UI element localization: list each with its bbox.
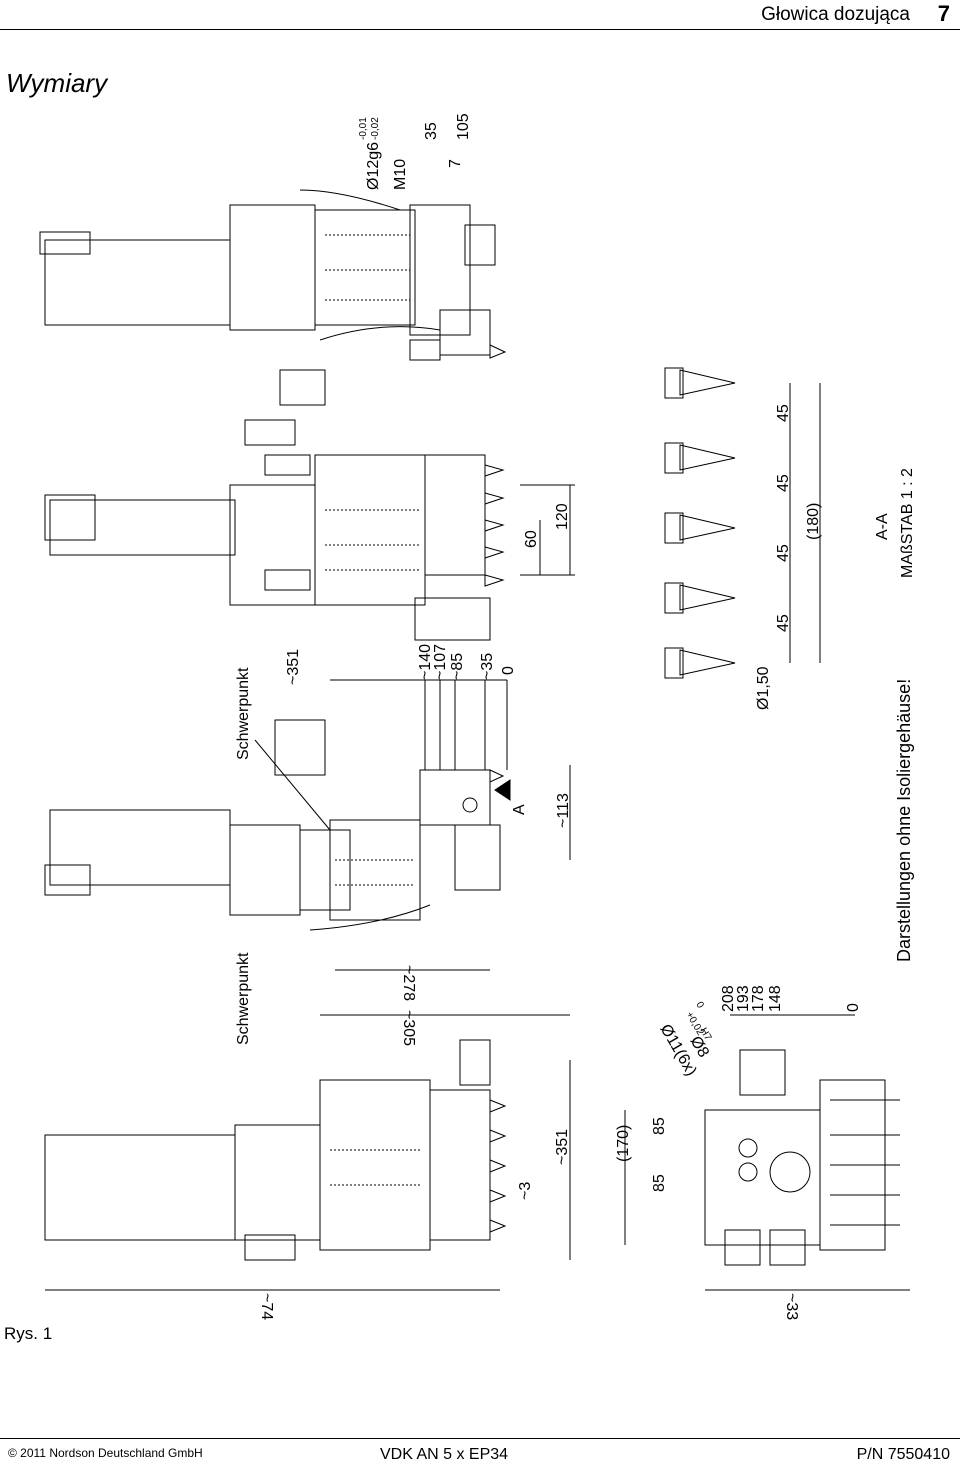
dim-351-low: ~351 <box>554 1129 571 1165</box>
dimension-drawing: Ø12g6 -0,01 -0,02 M10 35 105 7 Schwerpun… <box>39 113 916 1320</box>
drawing-lower-view <box>44 1014 571 1291</box>
dim-pitch-4: 45 <box>775 404 792 422</box>
dim-170: (170) <box>615 1125 632 1162</box>
dim-pitch-total: (180) <box>805 503 822 540</box>
dim-pitch-2: 45 <box>775 544 792 562</box>
drawing-nozzle-section <box>664 367 821 679</box>
dim-113: ~113 <box>555 793 572 828</box>
schwerpunkt-label-2: Schwerpunkt <box>235 952 252 1045</box>
dim-85-a: 85 <box>651 1174 668 1192</box>
dim-148: 148 <box>767 985 784 1012</box>
schwerpunkt-label-1: Schwerpunkt <box>235 667 252 760</box>
footer-rule <box>0 1438 960 1439</box>
dim-0-bottom: 0 <box>845 1003 862 1012</box>
dim-shaft: Ø12g6 <box>365 142 382 190</box>
section-title: Wymiary <box>6 68 108 98</box>
dim-193: 193 <box>735 985 752 1012</box>
dim-35: 35 <box>423 122 440 140</box>
note-text: Darstellungen ohne Isoliergehäuse! <box>894 679 914 962</box>
dim-85-b: 85 <box>651 1117 668 1135</box>
dim-pin-tol-lower: 0 <box>693 1000 706 1011</box>
footer-doc-id: VDK AN 5 x EP34 <box>380 1446 509 1463</box>
dim-shaft-tol-lower: -0,02 <box>370 117 381 140</box>
dim-3: ~3 <box>517 1182 534 1200</box>
dim-351-mid: ~351 <box>285 649 302 685</box>
dim-thread: M10 <box>392 159 409 190</box>
dim-178: 178 <box>750 985 767 1012</box>
section-marker-a: A <box>511 804 528 815</box>
dim-85: ~85 <box>449 653 466 680</box>
dim-pitch-1: 45 <box>775 614 792 632</box>
dim-140: ~140 <box>417 644 434 680</box>
drawing-bottom-view <box>624 1014 910 1291</box>
dim-60: 60 <box>523 530 540 548</box>
drawing-side-view <box>44 679 571 971</box>
footer-part-number: P/N 7550410 <box>856 1446 950 1463</box>
header-title: Głowica dozująca <box>761 4 910 25</box>
dim-nozzle-dia: Ø1,50 <box>755 666 772 710</box>
header-rule <box>0 29 960 30</box>
dim-120: 120 <box>554 503 571 530</box>
dim-35-mid: ~35 <box>479 653 496 680</box>
drawing-top-view <box>39 189 507 406</box>
dim-7: 7 <box>447 159 464 168</box>
footer-copyright: © 2011 Nordson Deutschland GmbH <box>8 1446 203 1460</box>
dim-105: 105 <box>455 113 472 140</box>
page-header: Głowica dozująca 7 <box>0 0 960 30</box>
dim-305: ~305 <box>400 1010 417 1046</box>
dim-pitch-3: 45 <box>775 474 792 492</box>
figure-label: Rys. 1 <box>4 1324 53 1343</box>
dim-741: ~741 <box>258 1293 275 1320</box>
dim-shaft-tol-upper: -0,01 <box>358 117 369 140</box>
dim-208: 208 <box>720 985 737 1012</box>
dim-pin-tol-upper: +0,02 <box>683 1010 705 1038</box>
scale-label: MAßSTAB 1 : 2 <box>899 468 916 578</box>
dim-0-mid: 0 <box>500 666 517 675</box>
section-label: A-A <box>874 513 891 540</box>
page-number: 7 <box>937 1 950 26</box>
dim-335: ~335 <box>783 1293 800 1320</box>
dim-278: ~278 <box>400 965 417 1001</box>
drawing-mid-view <box>44 419 575 641</box>
drawing-labels: Ø12g6 -0,01 -0,02 M10 35 105 7 Schwerpun… <box>235 113 916 1320</box>
dim-107: ~107 <box>432 644 449 680</box>
